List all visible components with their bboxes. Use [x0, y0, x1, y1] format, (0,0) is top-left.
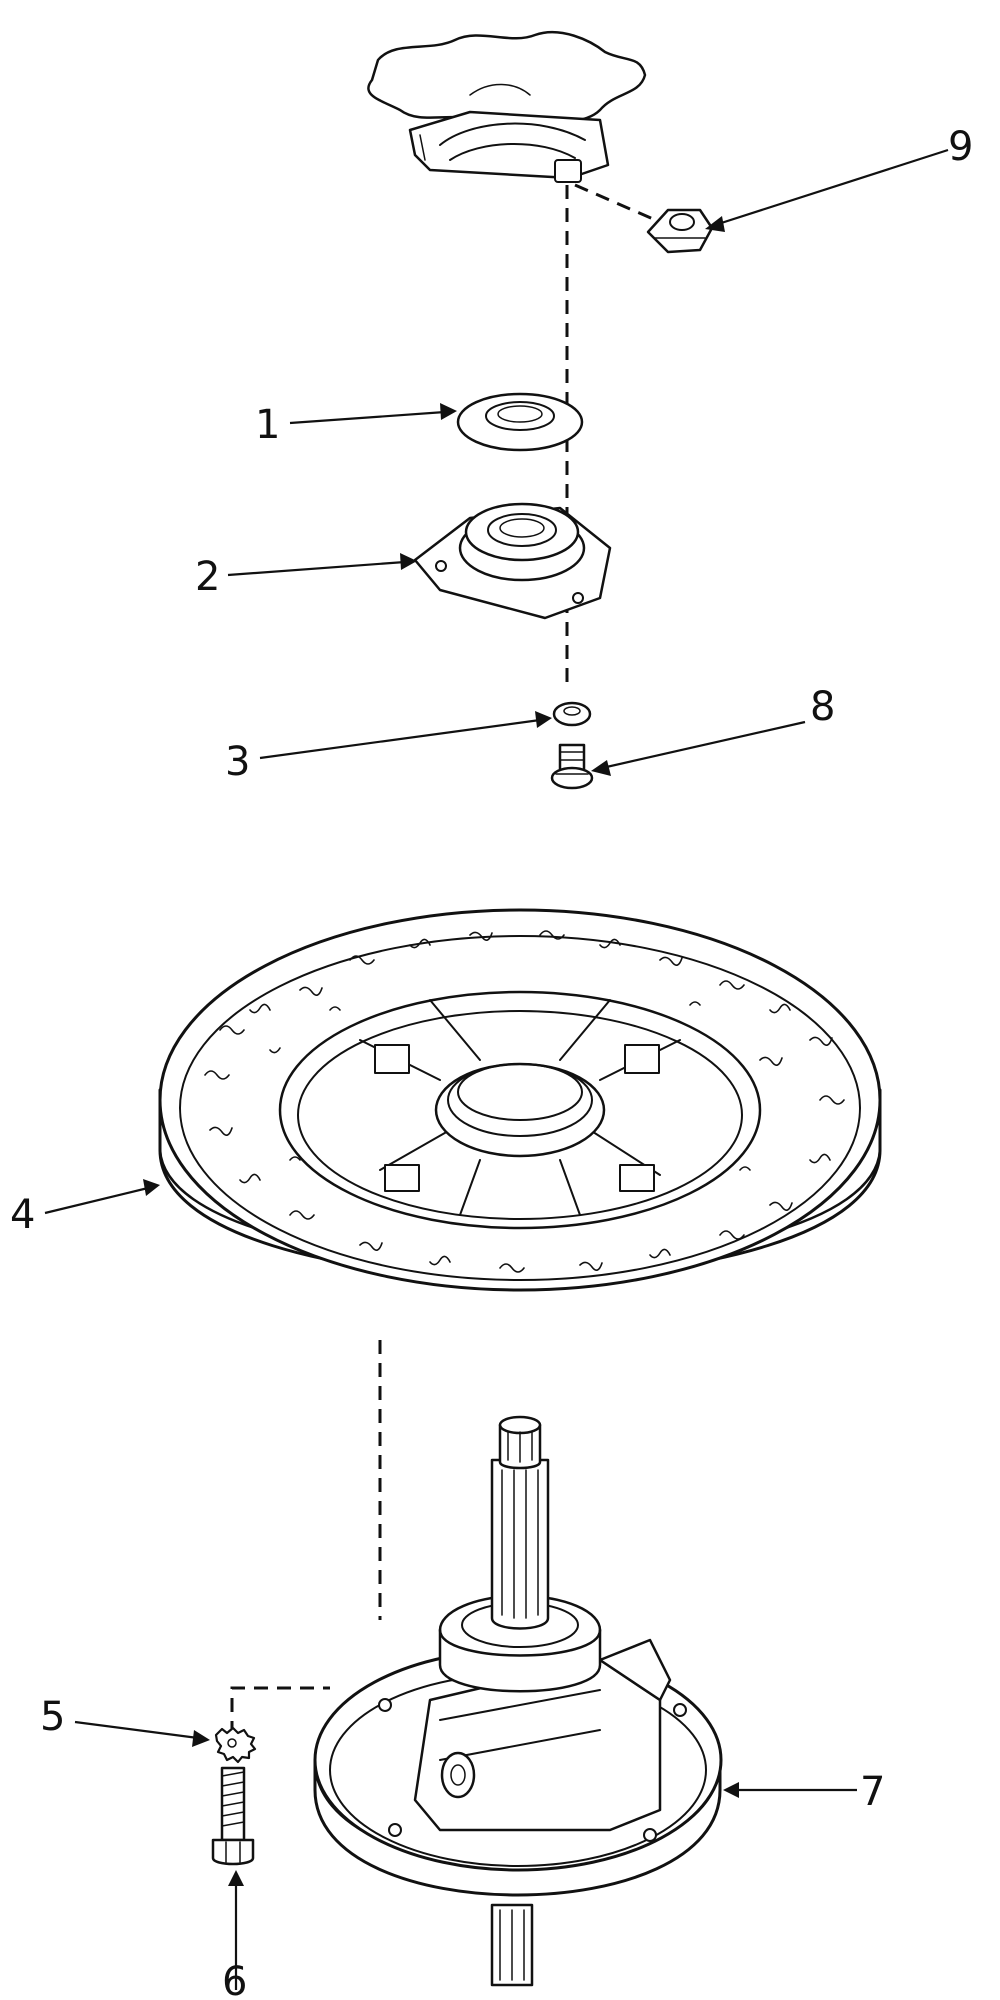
callout-4: 4: [10, 1192, 35, 1238]
part-5-lock-washer: [214, 1726, 257, 1764]
part-3-washer: [552, 701, 592, 727]
callout-leaders: [44, 148, 949, 1990]
callout-3: 3: [225, 739, 250, 785]
part-9-nut: [646, 208, 714, 254]
part-6-bolt: [211, 1766, 255, 1866]
callout-6: 6: [222, 1959, 247, 2000]
part-4-ring: [158, 908, 882, 1292]
top-bracket-context: [367, 30, 647, 183]
callout-labels: 9 1 2 3 8 4 5 6 7: [10, 124, 973, 2000]
callout-7: 7: [860, 1769, 885, 1815]
callout-1: 1: [255, 402, 280, 448]
part-1-washer: [456, 392, 584, 452]
part-2-bearing-plate: [413, 502, 612, 620]
callout-9: 9: [948, 124, 973, 170]
callout-2: 2: [195, 554, 220, 600]
part-7-transmission: [313, 1415, 723, 1987]
callout-8: 8: [810, 684, 835, 730]
callout-5: 5: [40, 1694, 65, 1740]
part-8-bolt: [550, 743, 594, 790]
